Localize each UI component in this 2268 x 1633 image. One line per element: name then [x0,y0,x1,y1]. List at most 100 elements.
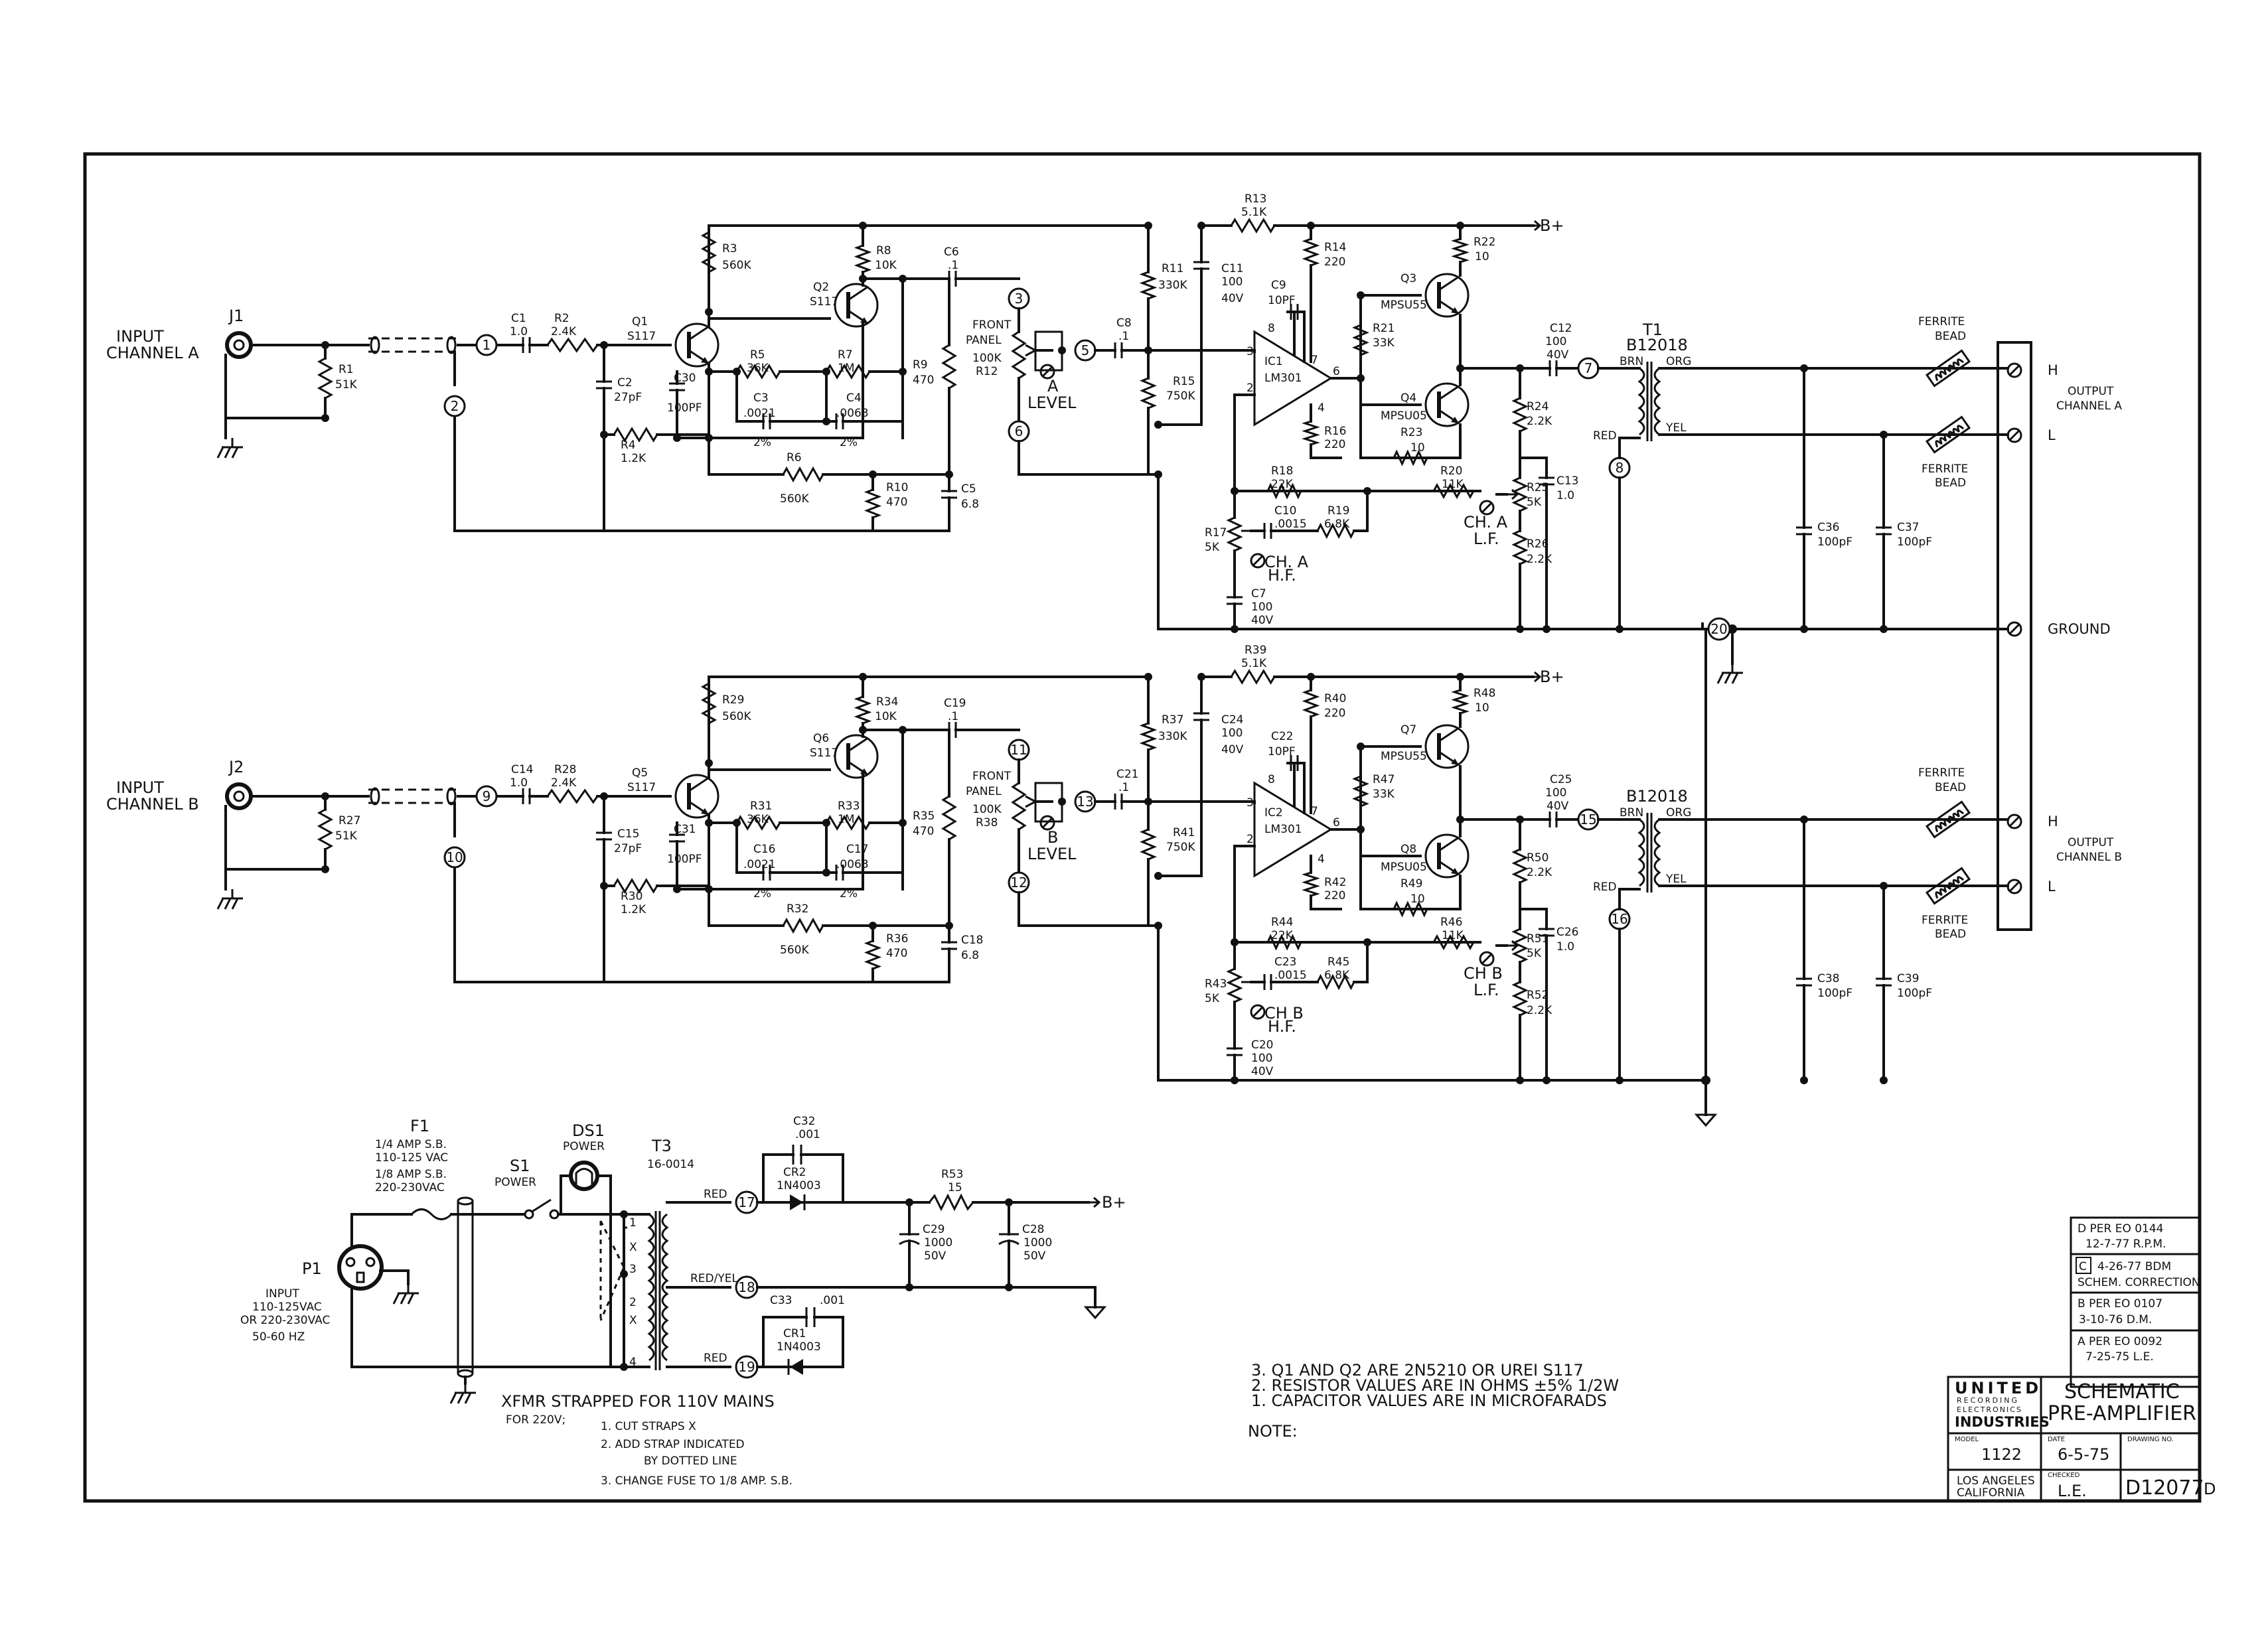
component-label: C18 [961,934,984,947]
resistor [941,344,957,390]
lead-label: YEL [1665,873,1687,886]
transistor-collector [1438,836,1460,852]
component-label: 10K [875,259,897,272]
component-label: 5K [1527,496,1542,509]
component-label: R47 [1373,773,1395,786]
front-panel-label: PANEL [966,785,1002,798]
component-label: C26 [1556,926,1579,939]
component-label: .1 [1118,781,1129,794]
lead-label: YEL [1665,421,1687,435]
component-label: R41 [1173,826,1195,839]
component-label: Q8 [1400,843,1416,856]
output-label: CHANNEL A [2056,399,2122,413]
resistor [613,878,658,894]
svg-text:RED: RED [704,1352,727,1365]
component-label: 220 [1324,438,1345,451]
component-label: Q7 [1400,723,1416,737]
op-amp-symbol [1253,781,1333,878]
pin-number: 6 [1333,816,1340,829]
component-label: C7 [1251,587,1266,601]
input-label: CHANNEL B [106,795,199,814]
pin-number: 3 [1247,796,1254,810]
component-label: .1 [948,259,958,272]
svg-text:17: 17 [738,1194,755,1210]
ferrite-bead-label: FERRITE [1918,766,1965,780]
resistor [864,940,882,970]
svg-text:12-7-77 R.P.M.: 12-7-77 R.P.M. [2085,1238,2166,1251]
resistor [735,364,781,380]
svg-text:SCHEM. CORRECTION: SCHEM. CORRECTION [2078,1276,2200,1289]
component-label: 40V [1547,800,1569,813]
resistor [1432,934,1475,951]
node-number: 13 [1077,794,1093,810]
drawing-number: D12077 [2125,1476,2204,1500]
c33-label: C33 [770,1294,793,1307]
resistor [941,795,957,841]
front-panel-label: R12 [976,365,998,378]
resistor [1451,238,1470,263]
svg-text:2. ADD STRAP INDICATED: 2. ADD STRAP INDICATED [601,1438,745,1451]
svg-text:7-25-75 L.E.: 7-25-75 L.E. [2085,1350,2154,1364]
svg-text:19: 19 [738,1359,755,1375]
transistor-body [834,283,879,328]
component-label: R24 [1527,400,1549,413]
svg-text:RED: RED [704,1188,727,1201]
svg-text:B PER EO 0107: B PER EO 0107 [2078,1297,2162,1311]
component-label: 100 [1221,727,1243,740]
node-18: 18 [735,1275,759,1299]
terminal-ground [2006,621,2022,637]
component-label: 470 [913,825,934,838]
component-label: R23 [1400,426,1422,439]
svg-text:3-10-76 D.M.: 3-10-76 D.M. [2079,1313,2152,1326]
component-label: R17 [1205,526,1227,539]
component-label: 10 [1410,441,1425,455]
shield-end [370,787,380,806]
component-label: R21 [1373,322,1395,335]
arrow-icon [1530,220,1542,232]
transformer-label: B12018 [1626,787,1688,806]
component-label: R48 [1474,687,1495,700]
hf-label: H.F. [1268,1017,1296,1036]
svg-text:1. CAPACITOR VALUES ARE IN MIC: 1. CAPACITOR VALUES ARE IN MICROFARADS [1251,1391,1607,1410]
component-label: R35 [913,810,935,823]
component-label: C30 [674,372,696,385]
potentiometer-slot [1252,1006,1264,1018]
component-label: 330K [1158,730,1187,743]
transistor-collector [688,776,710,792]
component-label: R3 [722,242,737,255]
drawing-title: SCHEMATIC [2064,1380,2180,1403]
lead-label: RED [1593,881,1617,894]
node-number: 3 [1015,291,1023,307]
component-label: C37 [1897,521,1920,534]
component-label: 40V [1547,348,1569,362]
component-label: R11 [1162,262,1183,275]
ground-terminal-label: GROUND [2048,621,2111,637]
component-label: R40 [1324,692,1346,705]
junction-dot [1231,1076,1239,1084]
component-label: 6.8K [1324,518,1350,531]
component-label: 470 [886,496,907,509]
svg-text:A PER EO 0092: A PER EO 0092 [2078,1335,2162,1348]
resistor [782,466,824,483]
component-label: 36K [747,813,769,826]
jack-label: J1 [228,307,244,325]
svg-text:MODEL: MODEL [1955,1436,1979,1443]
potentiometer-slot [1252,555,1264,567]
transformer-label: B12018 [1626,336,1688,354]
resistor [613,427,658,443]
resistor [825,364,871,380]
svg-text:RECORDING: RECORDING [1957,1396,2019,1405]
junction-dot [899,368,907,376]
node-number: 5 [1081,342,1090,358]
output-label: OUTPUT [2068,836,2114,849]
svg-text:15: 15 [948,1181,962,1194]
wire [1157,719,1203,877]
front-panel-label: PANEL [966,334,1002,347]
svg-text:BY DOTTED LINE: BY DOTTED LINE [644,1455,737,1468]
resistor [1139,722,1158,751]
component-label: 5.1K [1241,206,1267,219]
component-label: 33K [1373,336,1395,350]
component-label: R42 [1324,876,1346,889]
component-label: C4 [846,391,862,405]
component-label: R46 [1440,916,1462,929]
